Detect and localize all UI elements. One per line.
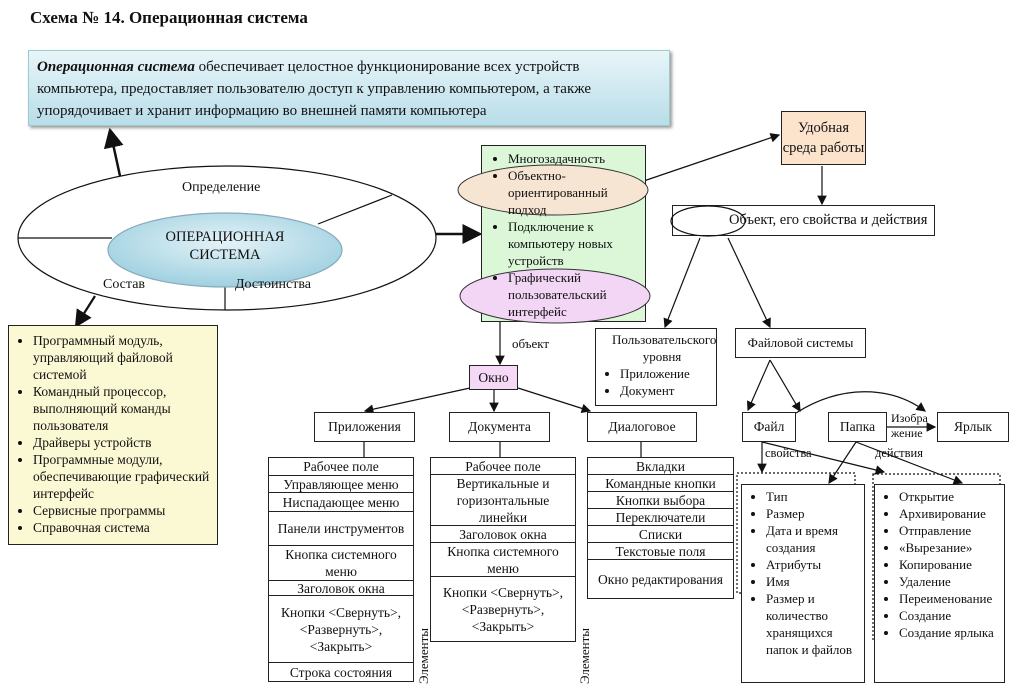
element-row: Кнопки выбора <box>588 492 733 509</box>
image-label-2: жение <box>891 426 923 440</box>
element-row: Переключатели <box>588 509 733 526</box>
list-item: Драйверы устройств <box>33 434 217 451</box>
element-row: Вкладки <box>588 458 733 475</box>
window-type-dialog: Диалоговое <box>587 412 697 442</box>
element-row: Управляющее меню <box>269 476 413 493</box>
actions-label: действия <box>875 446 923 460</box>
sector-composition: Состав <box>103 277 146 292</box>
sector-definition: Определение <box>182 180 261 195</box>
object-rest-label: его свойства и действия <box>776 212 928 228</box>
advantages-list: МногозадачностьОбъектно-ориентированный … <box>484 150 644 320</box>
list-item: Атрибуты <box>766 556 864 573</box>
element-row: Строка состояния <box>289 665 393 680</box>
element-row: Кнопка системного меню <box>431 543 575 577</box>
element-row: Текстовые поля <box>588 543 733 560</box>
list-item: Дата и время создания <box>766 522 864 556</box>
image-label-1: Изобра <box>891 411 928 425</box>
element-row: Панели инструментов <box>269 512 413 546</box>
list-item: Программные модули, обеспечивающие графи… <box>33 451 217 502</box>
list-item: Переименование <box>899 590 1004 607</box>
list-item: Графический пользовательский интерфейс <box>508 269 644 320</box>
list-item: Копирование <box>899 556 1004 573</box>
list-item: Командный процессор, выполняющий команды… <box>33 383 217 434</box>
definition-term: Операционная система <box>37 59 195 75</box>
folder-box: Папка <box>828 412 887 442</box>
environment-line1: Удобная <box>797 120 850 136</box>
list-item: Размер <box>766 505 864 522</box>
os-label-line1: ОПЕРАЦИОННАЯ <box>165 229 285 245</box>
list-item: Отправление <box>899 522 1004 539</box>
element-row: Окно редактирования <box>598 571 723 587</box>
list-item: Документ <box>620 382 716 399</box>
properties-box: ТипРазмерДата и время созданияАтрибутыИм… <box>741 484 865 683</box>
list-item: Программный модуль, управляющий файловой… <box>33 332 217 383</box>
sector-advantages: Достоинства <box>235 277 312 292</box>
os-label-line2: СИСТЕМА <box>189 247 261 263</box>
element-row: Списки <box>588 526 733 543</box>
list-item: Удаление <box>899 573 1004 590</box>
file-box: Файл <box>742 412 796 442</box>
list-item: Открытие <box>899 488 1004 505</box>
environment-box: Удобная среда работы <box>781 111 866 165</box>
object-oval-label: Объект, <box>729 212 777 228</box>
center-ellipse <box>107 212 343 288</box>
user-level-title: Пользовательского уровня <box>612 332 717 364</box>
definition-text: обеспечивает целостное функционирование … <box>37 59 592 119</box>
element-row: Заголовок окна <box>431 526 575 543</box>
properties-label: свойства <box>765 446 812 460</box>
user-level-box: Пользовательского уровня ПриложениеДокум… <box>595 328 717 406</box>
element-row: Рабочее поле <box>431 458 575 475</box>
list-item: Тип <box>766 488 864 505</box>
list-item: Объектно-ориентированный подход <box>508 167 644 218</box>
list-item: Архивирование <box>899 505 1004 522</box>
elements-label-1: Элементы <box>416 627 431 684</box>
object-label: объект <box>512 336 550 351</box>
os-label: ОПЕРАЦИОННАЯ СИСТЕМА <box>125 228 325 264</box>
window-type-doc: Документа <box>449 412 550 442</box>
element-row: Кнопки <Свернуть>, <Развернуть>, <Закрыт… <box>442 584 564 634</box>
actions-box: ОткрытиеАрхивированиеОтправление«Вырезан… <box>874 484 1005 683</box>
window-box: Окно <box>469 365 518 390</box>
window-type-app: Приложения <box>314 412 415 442</box>
list-item: Приложение <box>620 365 716 382</box>
object-box: Объект, его свойства и действия <box>672 205 935 236</box>
element-row: Командные кнопки <box>588 475 733 492</box>
list-item: Справочная система <box>33 519 217 536</box>
list-item: Размер и количество хранящихся папок и ф… <box>766 590 864 658</box>
file-system-box: Файловой системы <box>735 328 866 358</box>
composition-box: Программный модуль, управляющий файловой… <box>8 325 218 545</box>
diagram-title: Схема № 14. Операционная система <box>30 8 308 27</box>
list-item: Сервисные программы <box>33 502 217 519</box>
element-row: Рабочее поле <box>269 458 413 476</box>
element-row: Кнопка системного меню <box>269 546 413 581</box>
element-row: Кнопки <Свернуть>, <Развернуть>, <Закрыт… <box>269 596 413 663</box>
element-row: Заголовок окна <box>269 581 413 596</box>
shortcut-box: Ярлык <box>937 412 1009 442</box>
list-item: Подключение к компьютеру новых устройств <box>508 218 644 269</box>
list-item: «Вырезание» <box>899 539 1004 556</box>
list-item: Имя <box>766 573 864 590</box>
elements-label-2: Элементы <box>577 627 592 684</box>
list-item: Создание ярлыка <box>899 624 1004 641</box>
definition-box: Операционная система обеспечивает целост… <box>28 50 670 126</box>
element-row: Ниспадающее меню <box>269 493 413 512</box>
element-row: Вертикальные и горизонтальные линейки <box>431 475 575 526</box>
list-item: Создание <box>899 607 1004 624</box>
environment-line2: среда работы <box>782 140 865 156</box>
list-item: Многозадачность <box>508 150 644 167</box>
